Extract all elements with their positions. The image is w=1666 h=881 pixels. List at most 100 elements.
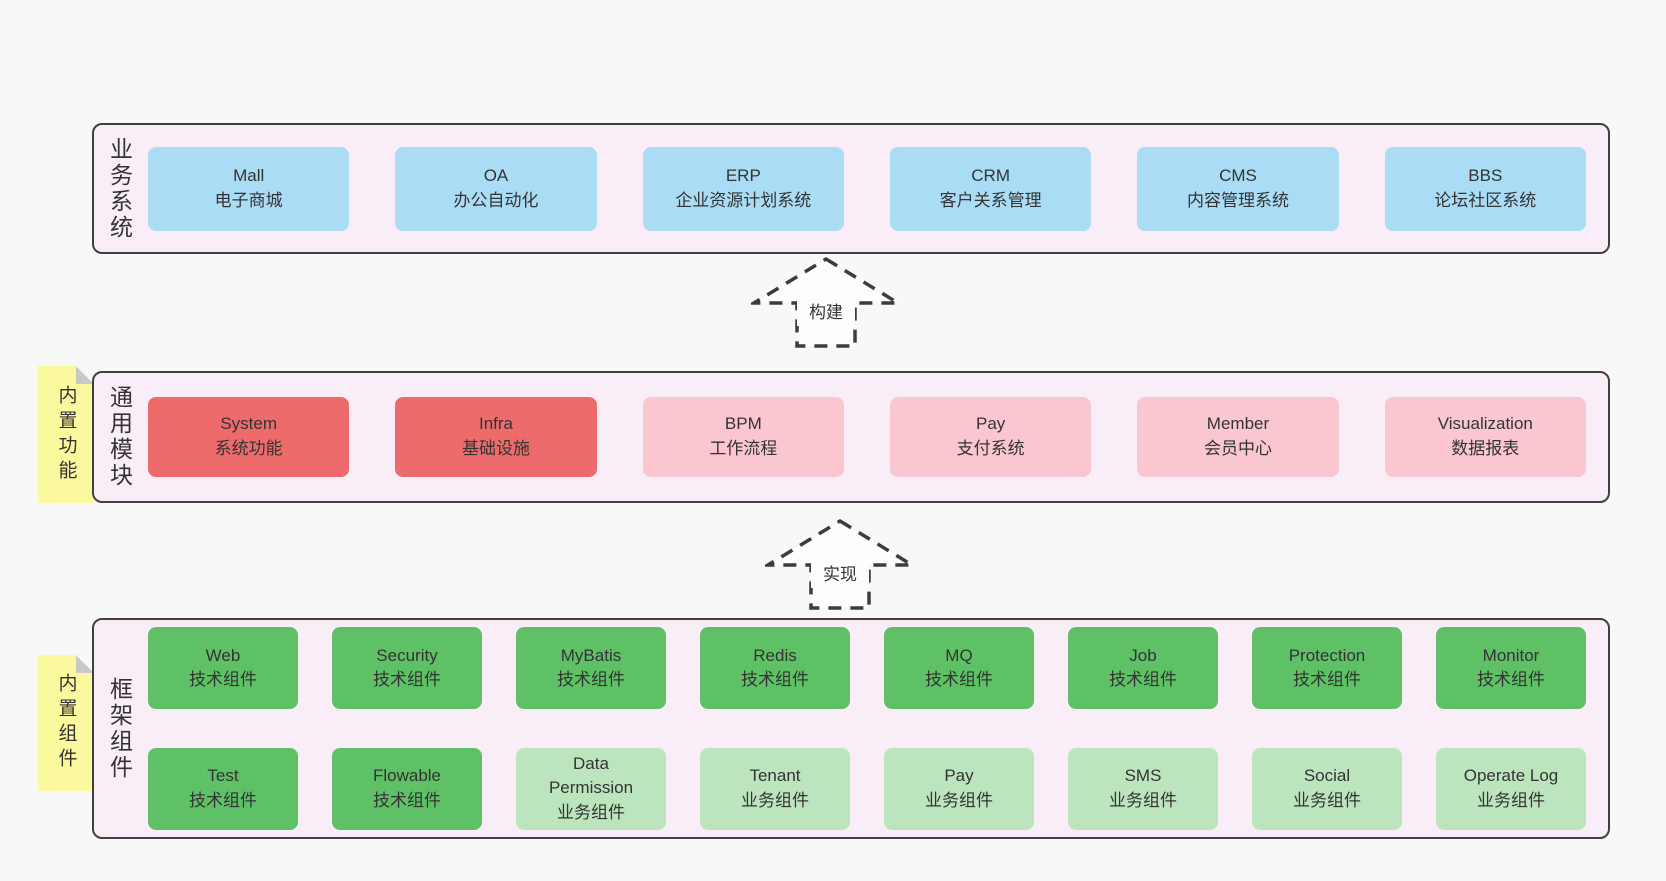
security-box: Security 技术组件 [332,627,482,710]
framework-components-layer: 框架组件 Web 技术组件 Security 技术组件 MyBatis 技术组件 Redis… [92,618,1610,839]
box-title: Monitor [1482,645,1540,665]
box-title: ERP [725,165,761,185]
mall-box: Mall 电子商城 [148,146,350,231]
box-subtitle: 技术组件 [189,790,257,810]
protection-box: Protection 技术组件 [1252,627,1402,710]
sticky-note-built-in-components: 内置组件 [38,655,94,791]
box-title: MQ [945,645,973,665]
member-box: Member 会员中心 [1137,397,1339,477]
crm-box: CRM 客户关系管理 [889,146,1092,231]
box-subtitle: 技术组件 [189,670,257,690]
box-subtitle: 技术组件 [1293,670,1361,690]
box-title: Operate Log [1463,766,1559,786]
box-title: Tenant [749,766,801,786]
box-subtitle: 企业资源计划系统 [675,190,812,210]
box-subtitle: 技术组件 [557,670,625,690]
mq-box: MQ 技术组件 [884,627,1034,710]
arrow-label-bg [797,294,855,326]
box-title: Security [376,645,438,665]
bbs-box: BBS 论坛社区系统 [1384,146,1586,231]
box-title: Mall [233,165,265,185]
box-subtitle: 技术组件 [741,670,809,690]
box-title: Protection [1288,645,1366,665]
box-title: Redis [753,645,797,665]
box-subtitle: 业务组件 [1293,790,1361,810]
flowable-box: Flowable 技术组件 [332,747,482,830]
box-title: CMS [1219,165,1257,185]
mybatis-box: MyBatis 技术组件 [516,627,666,710]
box-title: System [220,414,277,434]
box-title: Test [207,766,239,786]
build-arrow: 构建 [751,256,901,348]
box-title: OA [483,165,509,185]
box-subtitle: 业务组件 [1109,790,1177,810]
box-subtitle: 数据报表 [1451,439,1520,458]
sms-box: SMS 业务组件 [1068,747,1218,830]
box-subtitle: 业务组件 [741,790,809,810]
pay-box: Pay 支付系统 [889,397,1092,477]
oa-box: OA 办公自动化 [395,146,597,231]
arrow-label-bg [811,556,869,588]
box-subtitle: 技术组件 [373,790,441,810]
box-subtitle: 工作流程 [709,439,778,458]
build-arrow-label: 构建 [809,303,843,322]
web-box: Web 技术组件 [148,627,298,710]
monitor-box: Monitor 技术组件 [1436,627,1586,710]
tenant-box: Tenant 业务组件 [700,747,850,830]
box-title: Job [1129,645,1157,665]
business-systems-layer: 业务系统 Mall 电子商城 OA 办公自动化 ERP 企业资源计划系统 CRM 客户关系管理… [92,123,1610,254]
box-title: BPM [724,414,762,434]
framework-components-label: 框架组件 [106,676,133,781]
sticky-note-label: 内置组件 [55,673,77,773]
box-subtitle: 技术组件 [373,670,441,690]
operate-log-box: Operate Log 业务组件 [1436,747,1586,830]
box-title: Flowable [372,766,442,786]
box-subtitle: 会员中心 [1203,439,1272,458]
box-title: Data Permission [548,753,634,798]
box-title: Infra [478,414,513,434]
implement-arrow: 实现 [765,518,915,610]
box-subtitle: 客户关系管理 [939,190,1042,210]
sticky-note-label: 内置功能 [55,384,77,485]
box-title: Social [1303,766,1351,786]
box-title: CRM [971,165,1010,185]
box-subtitle: 业务组件 [925,790,993,810]
cms-box: CMS 内容管理系统 [1137,146,1339,231]
box-title: SMS [1124,766,1162,786]
box-subtitle: 内容管理系统 [1186,190,1289,210]
box-title: Web [205,645,241,665]
box-subtitle: 技术组件 [1477,670,1545,690]
box-title: Pay [976,414,1006,434]
box-subtitle: 技术组件 [925,670,993,690]
box-title: MyBatis [560,645,622,665]
bpm-box: BPM 工作流程 [642,397,844,477]
test-box: Test 技术组件 [148,747,298,830]
box-subtitle: 电子商城 [214,190,283,210]
folded-corner-icon [76,366,94,384]
box-subtitle: 支付系统 [956,439,1025,458]
implement-arrow-label: 实现 [823,565,857,584]
layer-label-column: 通用模块 [94,373,144,501]
visualization-box: Visualization 数据报表 [1384,397,1586,477]
box-subtitle: 论坛社区系统 [1434,190,1537,210]
sticky-note-built-in-features: 内置功能 [38,366,94,503]
folded-corner-icon [76,655,94,673]
box-title: Member [1206,414,1270,434]
box-title: Visualization [1437,414,1533,434]
box-subtitle: 业务组件 [1477,790,1545,810]
box-subtitle: 办公自动化 [453,190,539,210]
box-subtitle: 系统功能 [214,439,283,458]
layer-label-column: 业务系统 [94,125,144,252]
layer-label-column: 框架组件 [94,620,144,837]
box-title: BBS [1468,165,1503,185]
